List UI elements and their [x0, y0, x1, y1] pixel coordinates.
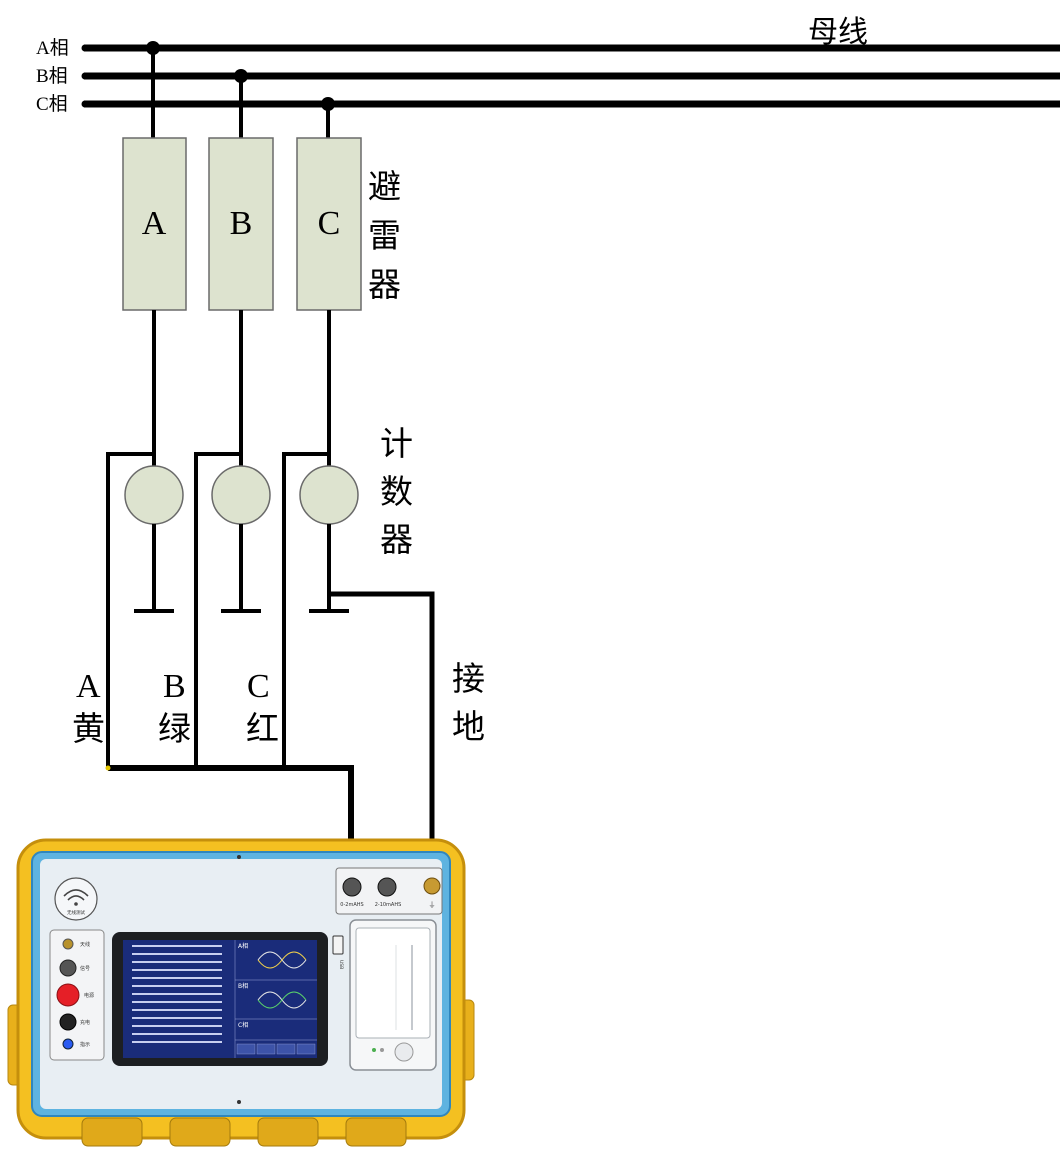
lead-color-c: 红 [246, 709, 279, 748]
power-button[interactable] [56, 983, 80, 1007]
display-screen [123, 940, 317, 1058]
case-feet [81, 1117, 407, 1147]
svg-text:数: 数 [380, 472, 413, 511]
arrester-counter-wires [152, 310, 331, 466]
display-softkeys [236, 1043, 316, 1055]
counter-c [299, 465, 359, 525]
phase-label-b: B相 [36, 65, 68, 87]
input-port-0-2ma[interactable] [342, 877, 362, 897]
lead-color-a: 黄 [72, 709, 105, 748]
svg-text:雷: 雷 [368, 216, 401, 255]
wireless-logo-icon: 无线测试 [54, 877, 98, 921]
lead-letter-c: C [247, 668, 270, 705]
tap-junctions [146, 41, 335, 111]
arrester-letter-c: C [318, 205, 341, 242]
svg-text:地: 地 [452, 707, 485, 746]
svg-text:2-10mAHS: 2-10mAHS [375, 902, 402, 908]
svg-text:B相: B相 [238, 982, 248, 990]
bus-bars [84, 44, 1060, 108]
phase-label-c: C相 [36, 93, 68, 115]
tester-instrument: 无线测试 天线 信号 电源 充电 指示 [7, 838, 475, 1147]
lead-c [282, 452, 329, 768]
ground-terminal[interactable] [423, 877, 441, 895]
arrester-b [208, 137, 274, 311]
signal-port[interactable] [59, 959, 77, 977]
counter-a [124, 465, 184, 525]
bus-label: 母线 [808, 15, 868, 50]
bus-bar-ends [81, 44, 89, 108]
svg-text:接: 接 [452, 659, 485, 698]
svg-text:信号: 信号 [80, 965, 90, 972]
svg-text:USB: USB [338, 960, 344, 969]
phase-label-a: A相 [36, 37, 69, 59]
lead-letter-b: B [163, 668, 186, 705]
arresters [122, 137, 362, 311]
junction-dot-a [146, 41, 160, 55]
arrester-c [296, 137, 362, 311]
svg-text:天线: 天线 [80, 941, 90, 948]
indicator-light [62, 1038, 74, 1050]
junction-dot-b [234, 69, 248, 83]
lead-a [106, 452, 154, 768]
svg-text:0-2mAHS: 0-2mAHS [340, 902, 363, 908]
counter-b [211, 465, 271, 525]
svg-text:充电: 充电 [80, 1019, 90, 1026]
svg-text:A相: A相 [238, 942, 248, 950]
lead-end-dot [105, 765, 111, 771]
svg-text:电源: 电源 [84, 992, 94, 999]
arrester-a [122, 137, 187, 311]
ground-symbols [134, 524, 349, 613]
ground-label: 接 地 [452, 659, 485, 746]
svg-text:指示: 指示 [80, 1041, 90, 1048]
bus-taps [151, 48, 330, 138]
arrester-label: 避 雷 器 [368, 167, 401, 304]
lead-letter-a: A [76, 668, 101, 705]
usb-port[interactable] [332, 935, 344, 955]
svg-text:器: 器 [368, 265, 401, 304]
arrester-letter-a: A [142, 205, 167, 242]
lead-b [194, 452, 241, 768]
printer-feed-knob[interactable] [394, 1042, 414, 1062]
antenna-connector[interactable] [62, 938, 74, 950]
display-waveforms [257, 951, 307, 1009]
svg-text:计: 计 [380, 424, 413, 463]
lead-color-b: 绿 [158, 709, 191, 748]
svg-text:器: 器 [380, 520, 413, 559]
ground-lead [329, 591, 435, 880]
arrester-letter-b: B [230, 205, 253, 242]
svg-text:无线测试: 无线测试 [67, 909, 85, 916]
display-content [234, 940, 317, 1058]
junction-dot-c [321, 97, 335, 111]
counters [124, 465, 359, 525]
svg-text:避: 避 [368, 167, 401, 206]
svg-text:C相: C相 [238, 1021, 248, 1029]
charge-port[interactable] [59, 1013, 77, 1031]
counter-label: 计 数 器 [380, 424, 413, 559]
input-port-2-10ma[interactable] [377, 877, 397, 897]
display-text-rows [132, 945, 222, 1043]
ground-terminal-symbol: ⏚ [429, 901, 436, 909]
